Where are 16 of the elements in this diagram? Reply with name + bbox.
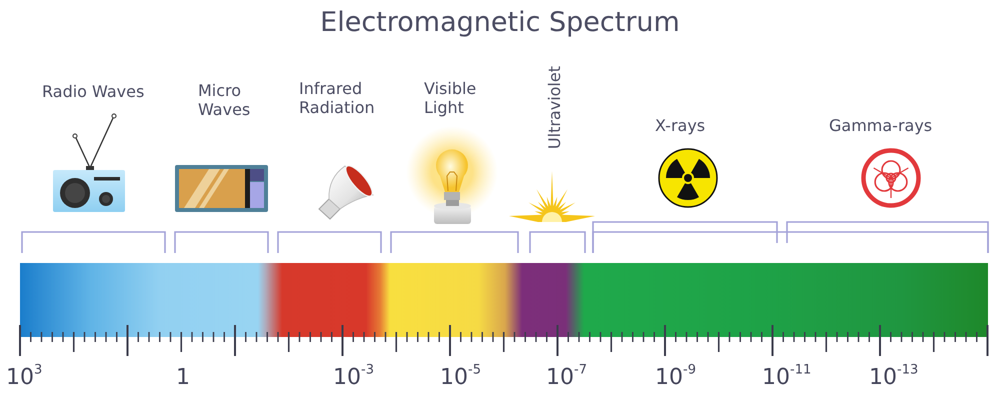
band-label: Micro Waves xyxy=(198,81,250,119)
tick-label: 10$^{3}$ xyxy=(6,366,42,390)
diagram-title: Electromagnetic Spectrum xyxy=(320,7,680,39)
tick-label: 10$^{-9}$ xyxy=(655,366,696,390)
band-label: X-rays xyxy=(655,116,706,135)
tick-label: 1 xyxy=(176,366,190,390)
tick-label: 10$^{-3}$ xyxy=(333,366,374,390)
tick-label: 10$^{-5}$ xyxy=(440,366,481,390)
band-label: Ultraviolet xyxy=(545,66,564,150)
tick-label: 10$^{-11}$ xyxy=(762,366,812,390)
band-label: Radio Waves xyxy=(42,82,144,101)
tick-label: 10$^{-7}$ xyxy=(546,366,587,390)
band-label: Gamma-rays xyxy=(829,116,932,135)
tick-label: 10$^{-13}$ xyxy=(869,366,918,390)
band-label: Visible Light xyxy=(424,79,476,117)
band-label: Infrared Radiation xyxy=(299,79,375,117)
